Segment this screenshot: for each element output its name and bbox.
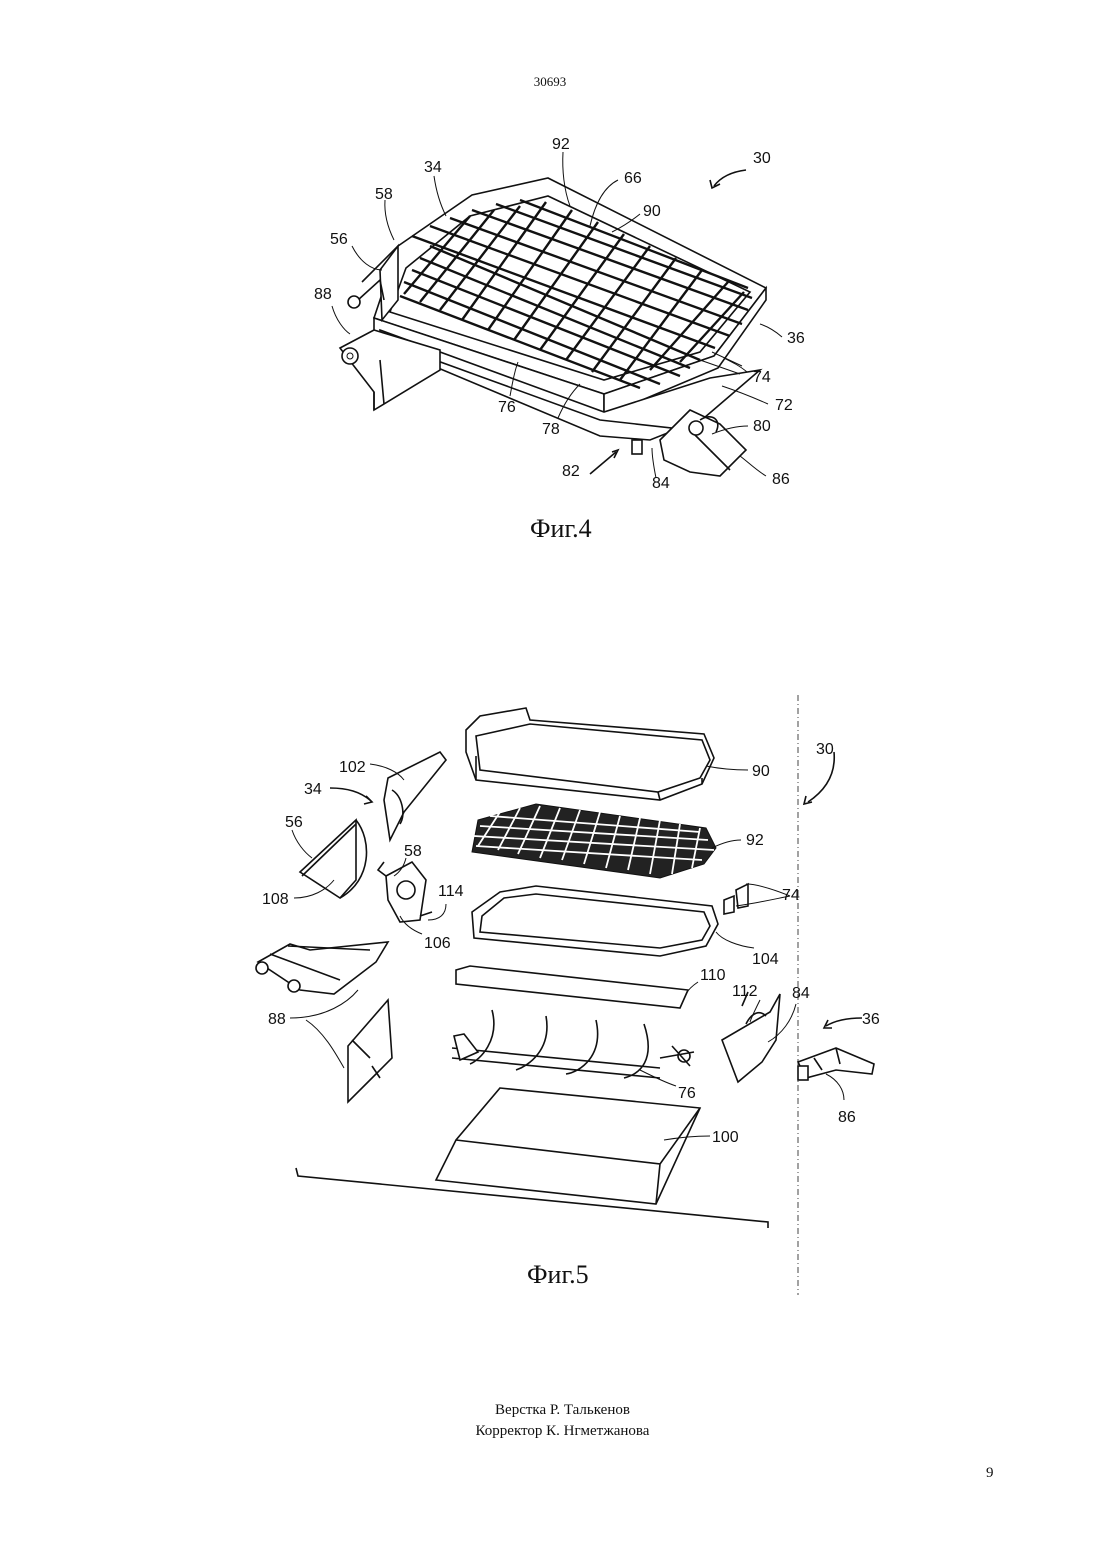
page-number: 9 [986,1465,994,1482]
fig5-label-92: 92 [746,832,764,849]
fig5-label-76: 76 [678,1085,696,1102]
proof-credit: Корректор К. Нгметжанова [0,1421,1100,1442]
auger [452,1010,694,1078]
layout-credit: Верстка Р. Талькенов [0,1400,1100,1421]
fig5-label-84: 84 [792,985,810,1002]
fig5-label-100: 100 [712,1129,739,1146]
figure-5-caption: Фиг.5 [527,1260,589,1290]
fig5-label-108: 108 [262,891,289,908]
credits-block: Верстка Р. Талькенов Корректор К. Нгметж… [0,1400,1100,1442]
fig4-label-84: 84 [652,475,670,492]
fig4-label-92: 92 [552,136,570,153]
fig4-label-58: 58 [375,186,393,203]
fig5-label-90: 90 [752,763,770,780]
fig5-label-30: 30 [816,741,834,758]
fig4-label-34: 34 [424,159,442,176]
fig5-label-34: 34 [304,781,322,798]
fig5-label-58: 58 [404,843,422,860]
fig4-label-82: 82 [562,463,580,480]
figure-4-drawing: 30 92 66 34 58 90 56 88 36 74 72 76 80 7… [314,136,805,492]
figure-4-caption: Фиг.4 [530,514,592,544]
fig5-label-86: 86 [838,1109,856,1126]
fig4-label-80: 80 [753,418,771,435]
fig4-label-86: 86 [772,471,790,488]
fig4-label-90: 90 [643,203,661,220]
fig5-label-74: 74 [782,887,800,904]
fig4-label-76: 76 [498,399,516,416]
fig5-label-110: 110 [700,967,726,984]
fig5-label-104: 104 [752,951,779,968]
fig4-label-78: 78 [542,421,560,438]
fig5-label-56: 56 [285,814,303,831]
fig5-label-106: 106 [424,935,451,952]
mesh-panel [472,804,716,878]
fig4-label-74: 74 [753,369,771,386]
fig5-label-114: 114 [438,883,464,900]
fig5-label-102: 102 [339,759,366,776]
fig5-label-36: 36 [862,1011,880,1028]
fig4-label-72: 72 [775,397,793,414]
fig4-label-66: 66 [624,170,642,187]
fig4-label-56: 56 [330,231,348,248]
fig4-label-36: 36 [787,330,805,347]
fig5-label-112: 112 [732,983,758,1000]
figure-5-drawing: 30 102 90 34 56 58 92 114 74 108 106 104… [256,695,880,1295]
fig5-label-88: 88 [268,1011,286,1028]
fig4-label-30: 30 [753,150,771,167]
fig4-label-88: 88 [314,286,332,303]
